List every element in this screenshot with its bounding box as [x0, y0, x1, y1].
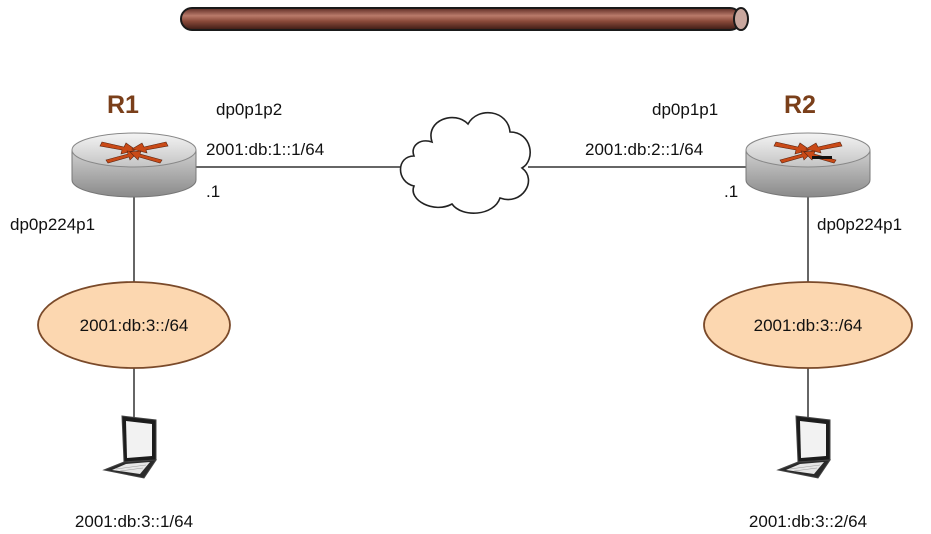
- r1-laptop-address: 2001:db:3::1/64: [75, 512, 193, 531]
- router-icon: [71, 132, 197, 198]
- pipe-icon: [180, 7, 749, 31]
- r2-lan-interface: dp0p224p1: [817, 215, 902, 234]
- r2-wan-address: 2001:db:2::1/64: [585, 140, 703, 159]
- r1-lan-interface: dp0p224p1: [10, 215, 95, 234]
- cloud-icon: [399, 111, 531, 214]
- links: [133, 166, 809, 418]
- r1-lan-network: 2001:db:3::/64: [80, 316, 189, 335]
- laptop-icon: [776, 415, 831, 479]
- r2-wan-interface: dp0p1p1: [652, 100, 718, 119]
- laptop-icon: [102, 415, 157, 479]
- lan-ellipse-r1: [37, 281, 231, 369]
- r2-host-octet: .1: [724, 182, 738, 201]
- r1-wan-interface: dp0p1p2: [216, 100, 282, 119]
- router-icon: [745, 132, 871, 198]
- r1-host-octet: .1: [206, 182, 220, 201]
- router-name-r1: R1: [107, 91, 139, 119]
- lan-ellipse-r2: [703, 281, 913, 369]
- r2-lan-network: 2001:db:3::/64: [754, 316, 863, 335]
- router-name-r2: R2: [784, 91, 816, 119]
- r2-laptop-address: 2001:db:3::2/64: [749, 512, 867, 531]
- r1-wan-address: 2001:db:1::1/64: [206, 140, 324, 159]
